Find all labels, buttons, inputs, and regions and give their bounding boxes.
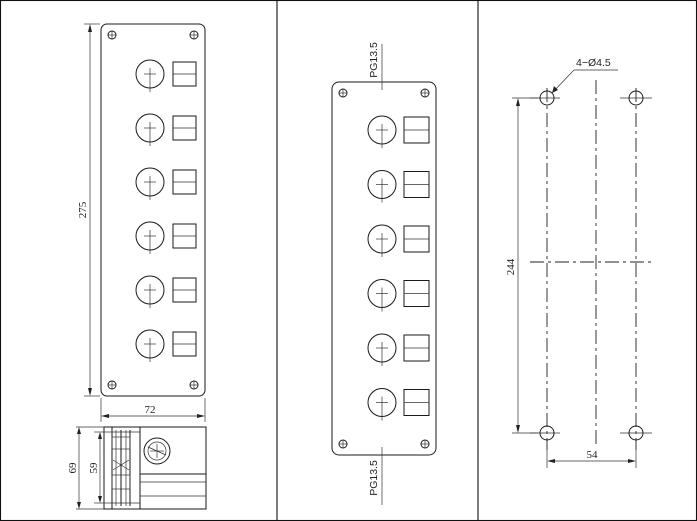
hole-callout: 4−Ø4.5 [551,57,618,94]
button-station [367,170,430,203]
cable-entry-view: PG13.5 PG13.5 [331,42,437,505]
front-view: 275 72 [77,23,206,422]
button-station [367,279,430,312]
mounting-view: 4−Ø4.5 244 54 [505,57,652,468]
button-stations [367,115,430,421]
bottom-gland-label: PG13.5 [368,460,380,496]
button-station [367,333,430,366]
width-dimension-label: 72 [145,404,156,416]
button-station [367,388,430,421]
height-dimension-label: 275 [77,201,89,218]
dimension-side-inner: 59 [88,431,107,504]
corner-screws [338,88,430,449]
dimension-side-outer: 69 [67,426,104,510]
dimension-vertical-spacing: 244 [505,97,538,434]
side-view: 69 59 [67,426,207,510]
button-station [135,329,197,362]
dimension-width: 72 [100,398,206,422]
button-station [367,115,430,148]
mounting-holes [539,90,644,441]
button-station [135,113,197,146]
button-station [135,221,197,254]
button-station [135,167,197,200]
button-station [367,224,430,257]
horizontal-spacing-label: 54 [587,449,599,461]
dimension-height: 275 [77,23,100,397]
button-station [135,59,197,92]
corner-screws [107,30,199,390]
hole-spec-label: 4−Ø4.5 [576,57,611,69]
inner-height-label: 59 [88,462,100,474]
top-gland-label: PG13.5 [368,42,380,78]
outer-height-label: 69 [67,462,79,474]
dimension-horizontal-spacing: 54 [546,442,637,468]
vertical-spacing-label: 244 [505,258,517,275]
button-stations [135,59,197,362]
button-station [135,275,197,308]
